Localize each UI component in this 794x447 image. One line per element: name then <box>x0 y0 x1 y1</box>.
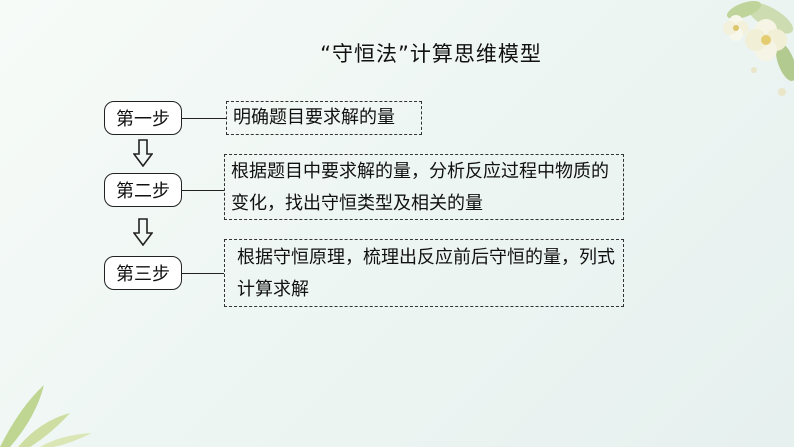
step-1-description: 明确题目要求解的量 <box>226 101 422 135</box>
flower-decoration <box>723 0 794 96</box>
step-1-box: 第一步 <box>104 101 182 135</box>
connector-3 <box>182 273 224 274</box>
step-2-text: 根据题目中要求解的量，分析反应过程中物质的变化，找出守恒类型及相关的量 <box>231 161 609 214</box>
step-3-description: 根据守恒原理，梳理出反应前后守恒的量，列式计算求解 <box>224 239 624 307</box>
connector-2 <box>182 190 224 191</box>
leaf-decoration <box>0 385 92 447</box>
step-2-label: 第二步 <box>116 181 170 202</box>
step-2-box: 第二步 <box>104 173 182 207</box>
step-3-box: 第三步 <box>104 256 182 290</box>
diagram-title: “守恒法”计算思维模型 <box>320 42 542 66</box>
step-1-text: 明确题目要求解的量 <box>233 107 395 128</box>
step-1-label: 第一步 <box>116 109 170 130</box>
step-3-text: 根据守恒原理，梳理出反应前后守恒的量，列式计算求解 <box>237 247 615 300</box>
step-2-description: 根据题目中要求解的量，分析反应过程中物质的变化，找出守恒类型及相关的量 <box>224 154 624 220</box>
connector-1 <box>182 118 226 119</box>
down-arrow-icon <box>133 139 153 167</box>
step-3-label: 第三步 <box>116 264 170 285</box>
down-arrow-icon <box>133 218 153 246</box>
